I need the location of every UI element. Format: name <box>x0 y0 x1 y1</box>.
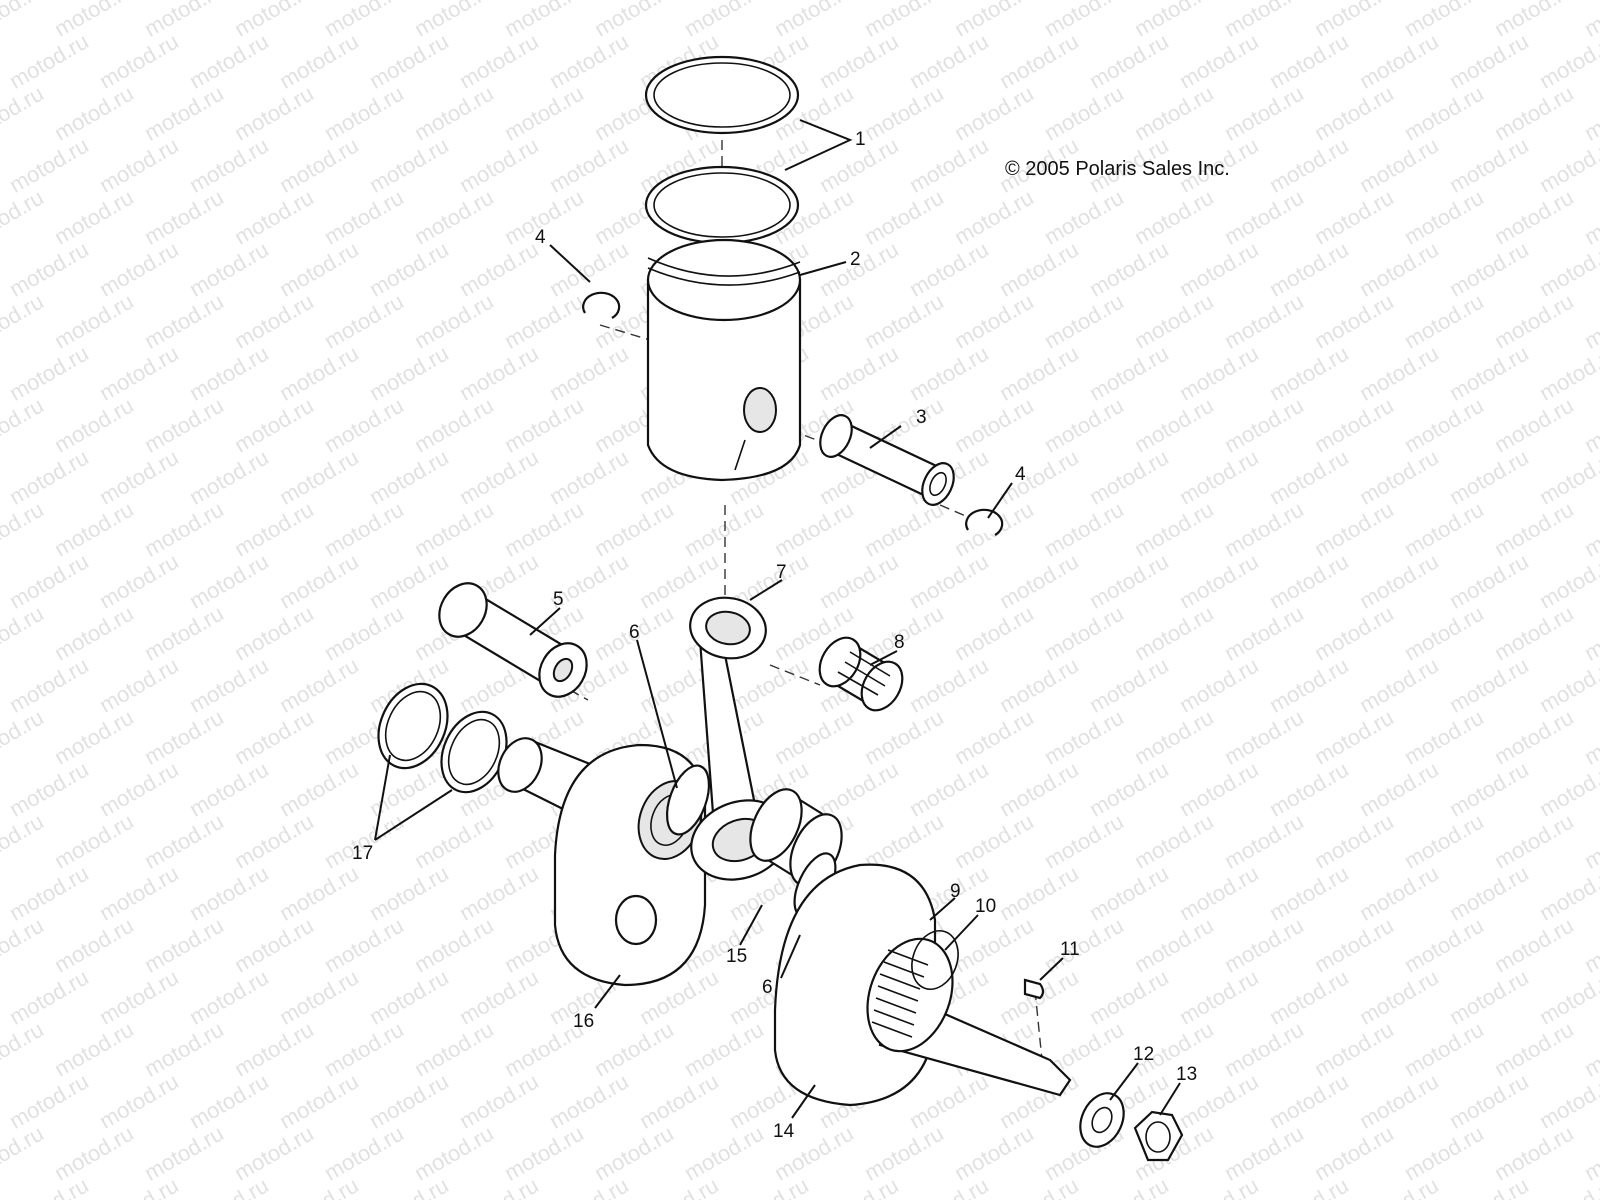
crankshaft-left-half <box>497 737 707 987</box>
leader-6-upper <box>636 639 678 789</box>
needle-bearing <box>818 636 904 712</box>
axis-line-key <box>1034 989 1043 1061</box>
leader-6-lower <box>780 934 801 979</box>
callout-13: 13 <box>1176 1064 1197 1085</box>
callout-2: 2 <box>850 249 861 270</box>
callout-17: 17 <box>352 843 373 864</box>
callout-6-upper: 6 <box>629 622 640 643</box>
leader-3 <box>869 425 902 449</box>
wrist-pin <box>819 414 955 506</box>
leader-4-left <box>549 244 591 283</box>
leader-8 <box>869 650 898 666</box>
callout-11: 11 <box>1060 939 1080 960</box>
axis-line-clip-right <box>939 504 976 521</box>
callout-6-lower: 6 <box>762 977 773 998</box>
leader-5 <box>529 607 561 636</box>
callout-9: 9 <box>950 881 961 902</box>
leader-11 <box>1039 957 1064 981</box>
axis-line-bearing <box>769 664 821 686</box>
piston-ring-upper <box>644 55 800 135</box>
leader-17 <box>374 754 453 841</box>
crankshaft-right-half <box>773 863 1072 1107</box>
callout-8: 8 <box>894 632 905 653</box>
woodruff-key <box>1023 978 1045 1000</box>
callout-15: 15 <box>726 946 747 967</box>
callout-7: 7 <box>776 562 787 583</box>
callout-10: 10 <box>975 896 996 917</box>
leader-7 <box>749 579 783 601</box>
leader-13 <box>1159 1082 1181 1116</box>
callout-4-right: 4 <box>1015 464 1026 485</box>
callout-12: 12 <box>1133 1044 1154 1065</box>
circlip-left <box>582 291 621 319</box>
leader-15 <box>739 904 763 946</box>
piston <box>646 238 802 482</box>
leader-10 <box>944 914 979 951</box>
copyright-notice: © 2005 Polaris Sales Inc. <box>1005 158 1230 180</box>
piston-ring-lower <box>644 165 800 245</box>
leader-12 <box>1109 1062 1139 1101</box>
leader-9 <box>929 897 956 921</box>
leader-1 <box>784 119 853 171</box>
washer <box>1079 1092 1125 1148</box>
leader-14 <box>791 1084 816 1119</box>
axis-line-clip-left <box>599 324 651 341</box>
thrust-washer-upper <box>665 764 711 836</box>
callout-4-left: 4 <box>535 227 546 248</box>
callout-16: 16 <box>573 1011 594 1032</box>
callout-3: 3 <box>916 407 927 428</box>
circlip-right <box>965 508 1004 536</box>
leader-2 <box>799 261 847 276</box>
hex-nut <box>1133 1110 1184 1162</box>
callout-1: 1 <box>855 129 866 150</box>
crank-pin <box>438 582 588 698</box>
leader-4-right <box>987 482 1013 519</box>
callout-14: 14 <box>773 1121 795 1142</box>
callout-5: 5 <box>553 589 564 610</box>
leader-16 <box>594 974 621 1009</box>
